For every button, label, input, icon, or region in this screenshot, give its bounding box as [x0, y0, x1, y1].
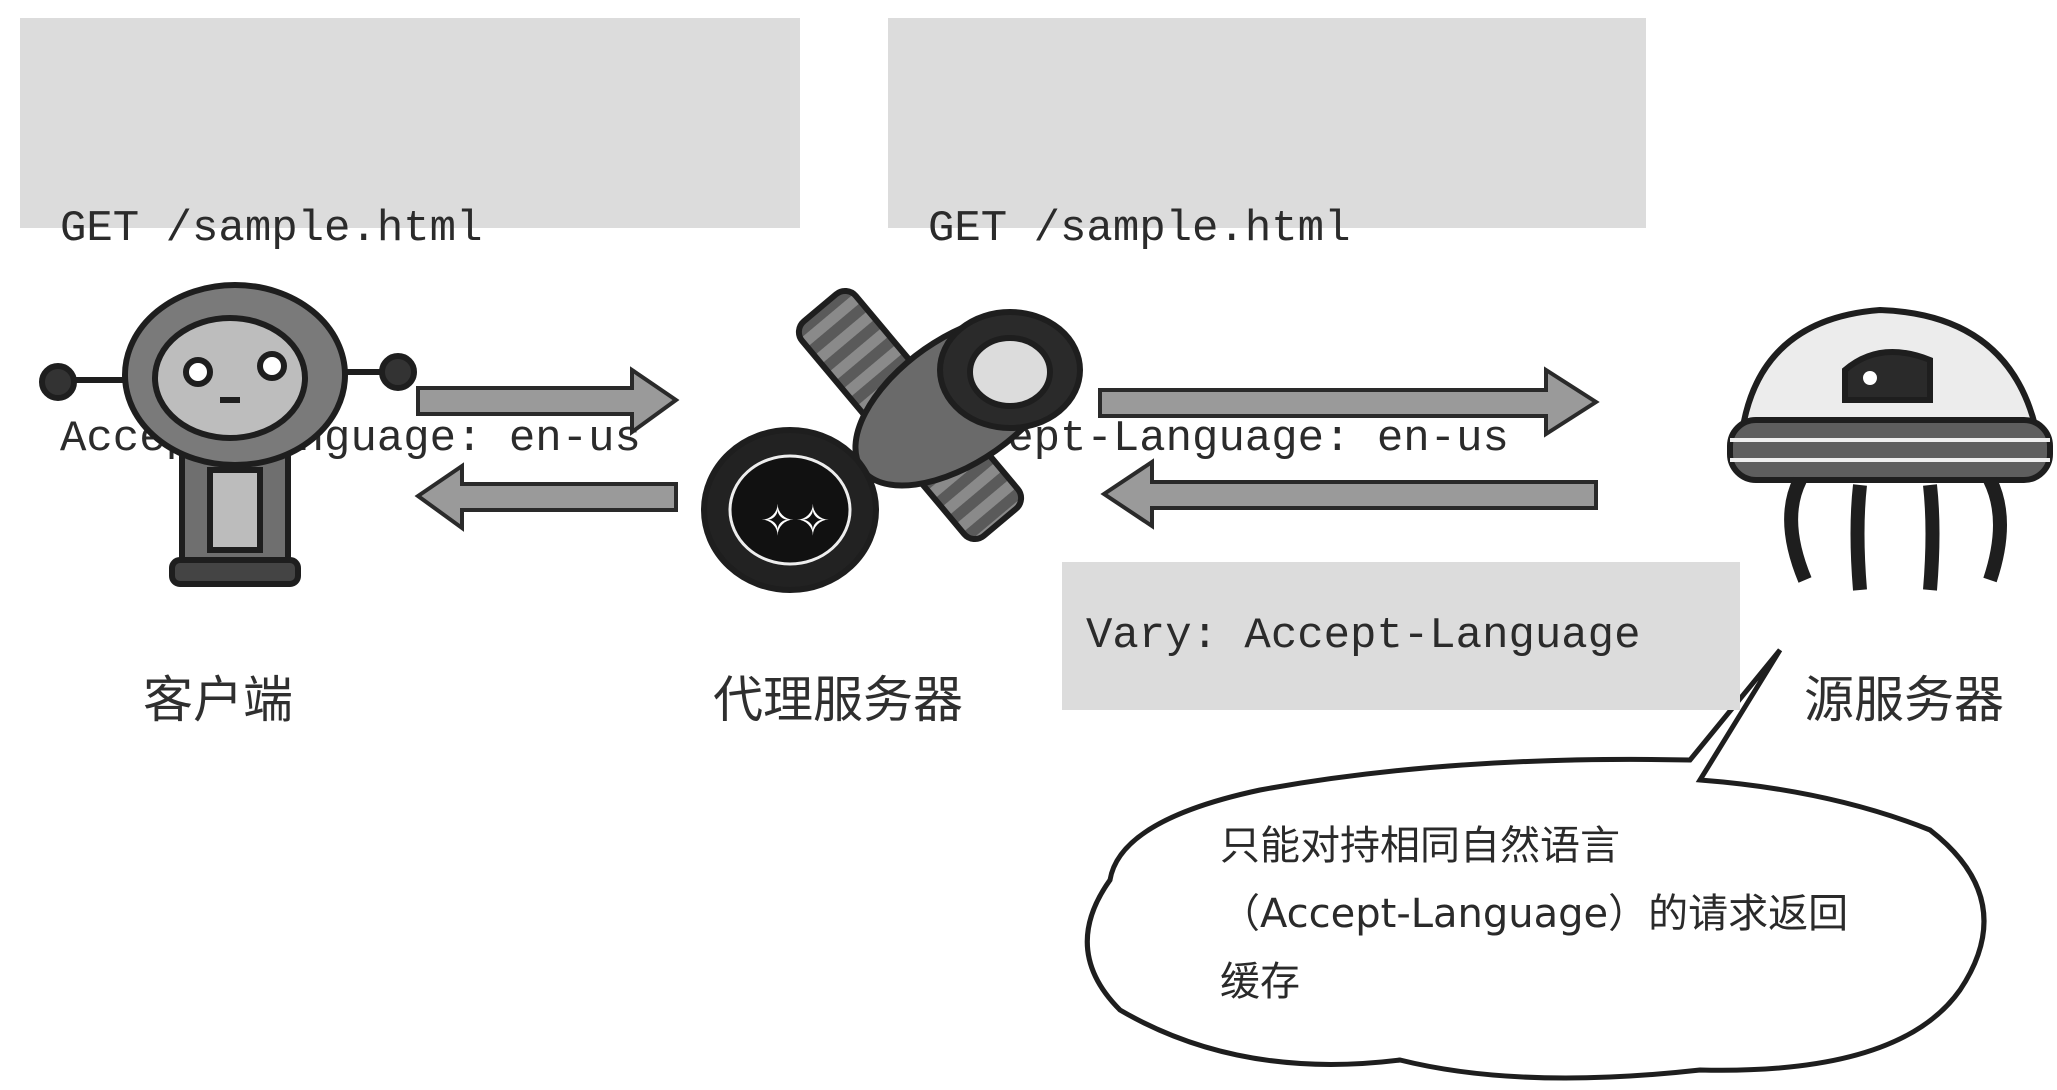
client-robot-icon: [39, 282, 417, 587]
origin-label: 源服务器: [1804, 671, 2004, 729]
arrow-proxy-to-client: [414, 462, 678, 532]
arrows: [414, 366, 1600, 532]
vary-response-box: Vary: Accept-Language: [1062, 562, 1740, 710]
proxy-request-line: GET /sample.html: [928, 204, 1351, 254]
note-line: 只能对持相同自然语言: [1220, 823, 1620, 869]
arrow-client-to-proxy: [416, 366, 680, 436]
proxy-label: 代理服务器: [713, 671, 963, 729]
note-bubble: [1084, 648, 1987, 1081]
arrow-proxy-to-origin: [1098, 366, 1600, 438]
client-label: 客户端: [143, 671, 293, 729]
arrow-origin-to-proxy: [1100, 458, 1598, 530]
note-text: 只能对持相同自然语言 （Accept-Language）的请求返回 缓存: [1220, 812, 1860, 1016]
proxy-satellite-icon: ✧✧: [701, 287, 1083, 593]
client-request-line: GET /sample.html: [60, 204, 483, 254]
origin-server-icon: [1727, 306, 2053, 591]
note-line: （Accept-Language）的请求返回: [1220, 891, 1849, 937]
svg-text:✧✧: ✧✧: [760, 496, 830, 545]
note-line: 缓存: [1220, 959, 1300, 1005]
